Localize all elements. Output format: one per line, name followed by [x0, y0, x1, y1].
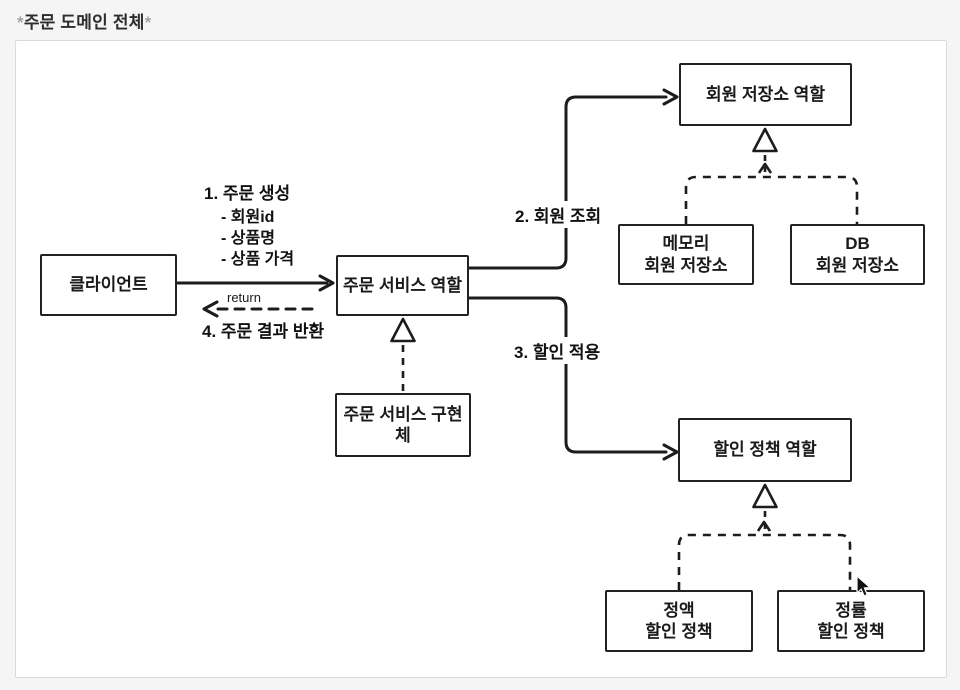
node-discount-policy-role: 할인 정책 역할 — [678, 418, 852, 482]
page-title-text: 주문 도메인 전체 — [23, 13, 145, 32]
edge-label-return: return — [227, 290, 261, 305]
edge-label-order-result: 4. 주문 결과 반환 — [202, 322, 325, 341]
edge-label-create-order-title: 1. 주문 생성 — [204, 184, 291, 203]
node-db-member-repository: DB 회원 저장소 — [790, 224, 925, 285]
title-asterisk: * — [17, 13, 24, 32]
edge-label-create-order-items: - 회원id - 상품명 - 상품 가격 — [221, 209, 295, 269]
node-rate-discount-policy: 정률 할인 정책 — [777, 590, 925, 652]
node-member-repository-role: 회원 저장소 역할 — [679, 63, 852, 126]
edge-label-discount-apply: 3. 할인 적용 — [511, 337, 604, 364]
edge-label-member-lookup: 2. 회원 조회 — [512, 201, 605, 228]
diagram-canvas — [15, 40, 947, 678]
node-order-service-role: 주문 서비스 역할 — [336, 255, 469, 316]
title-asterisk: * — [144, 13, 152, 32]
node-client: 클라이언트 — [40, 254, 177, 316]
page-title: *주문 도메인 전체* — [17, 8, 151, 33]
mouse-pointer-icon — [856, 575, 872, 597]
node-memory-member-repository: 메모리 회원 저장소 — [618, 224, 754, 285]
edge-label-create-order: 1. 주문 생성 - 회원id - 상품명 - 상품 가격 — [204, 185, 294, 270]
node-fixed-discount-policy: 정액 할인 정책 — [605, 590, 753, 652]
node-order-service-impl: 주문 서비스 구현체 — [335, 393, 471, 457]
